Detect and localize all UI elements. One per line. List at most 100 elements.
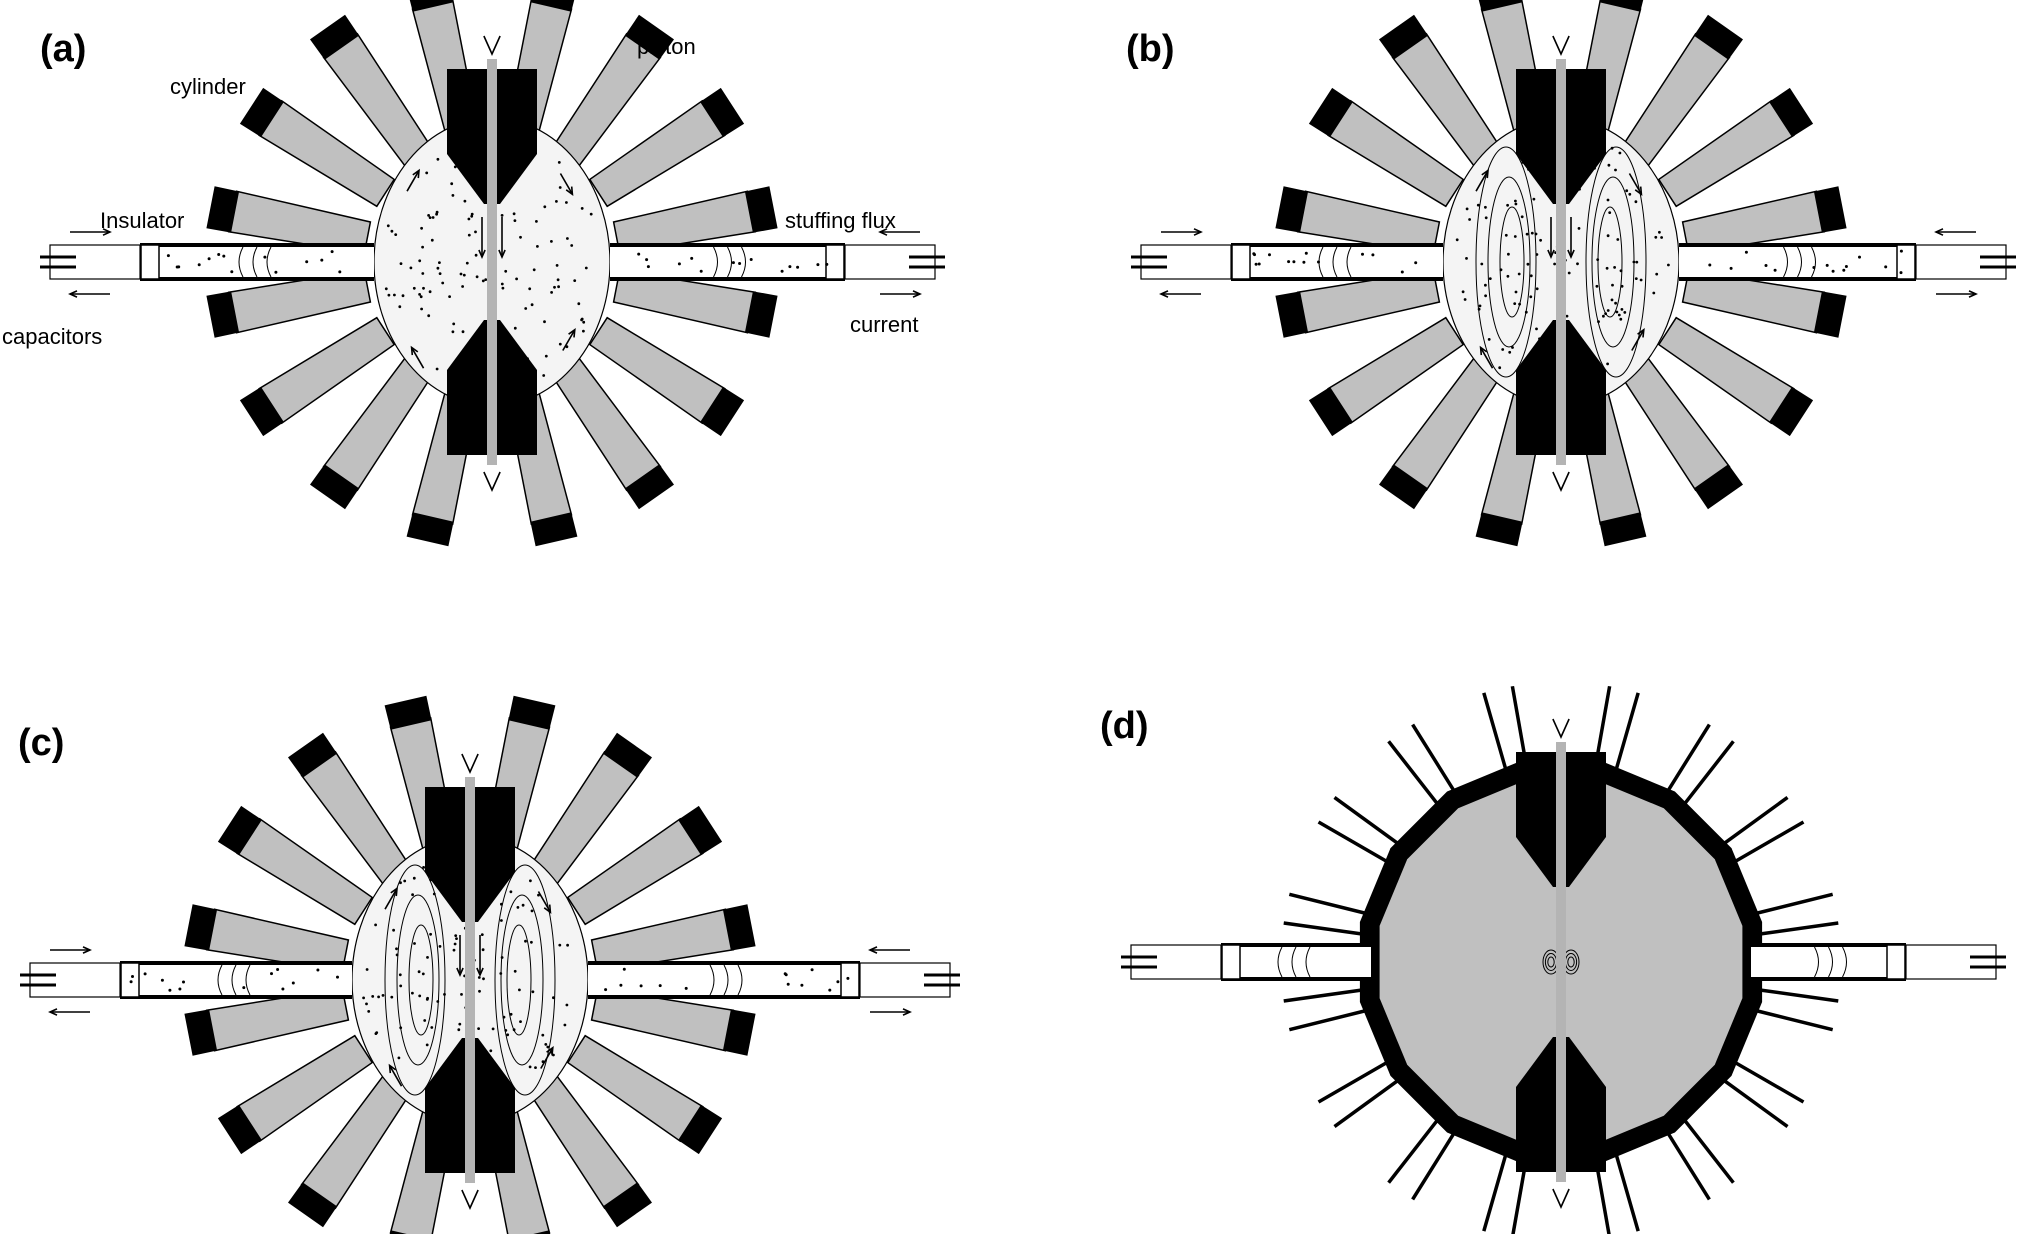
right-gun-particle — [1773, 268, 1777, 272]
piston-b-4 — [1769, 87, 1814, 138]
plasma-particle — [512, 212, 516, 216]
plasma-particle — [514, 139, 518, 143]
plasma-particle — [393, 293, 396, 297]
plasma-particle — [441, 281, 445, 285]
piston-b-0 — [1813, 186, 1847, 233]
plasma-particle — [454, 157, 457, 161]
plasma-particle — [483, 1104, 487, 1107]
plasma-particle — [498, 870, 502, 874]
plasma-particle — [477, 1027, 480, 1030]
plasma-particle — [497, 330, 501, 334]
flow-arrow-lr-head — [546, 1045, 554, 1056]
plasma-particle — [365, 968, 369, 971]
plasma-particle — [430, 1026, 434, 1029]
plasma-particle — [1506, 203, 1509, 207]
cylinder-d-2-spike — [1758, 988, 1839, 1003]
plasma-particle — [550, 240, 553, 243]
plasma-particle — [1507, 252, 1510, 256]
piston-b-15 — [1475, 512, 1523, 547]
panel-a-group — [40, 0, 945, 547]
plasma-particle — [454, 934, 458, 937]
plasma-particle — [428, 216, 432, 220]
plasma-particle — [1487, 338, 1491, 341]
plasma-particle — [1607, 163, 1611, 167]
cylinder-d-0-spike — [1758, 921, 1839, 936]
plasma-particle — [1639, 278, 1643, 282]
left-gun-insulator — [1231, 244, 1251, 280]
plasma-particle — [524, 939, 527, 943]
piston-b-1 — [1275, 186, 1309, 233]
plasma-particle — [584, 266, 588, 270]
right-gun-particle — [677, 262, 681, 266]
plasma-particle — [530, 303, 534, 307]
piston-c-8 — [602, 732, 653, 778]
right-gun-particle — [828, 988, 832, 992]
plasma-particle — [555, 264, 559, 267]
left-gun-particle — [330, 250, 334, 254]
left-gun-flux-line — [1291, 946, 1297, 978]
plasma-particle — [1615, 310, 1619, 314]
plasma-particle — [570, 244, 574, 247]
plasma-particle — [1538, 337, 1541, 341]
flow-arrow-ul-shaft — [406, 170, 420, 192]
plasma-particle — [422, 286, 425, 290]
plasma-particle — [555, 200, 558, 203]
plasma-particle — [506, 1033, 510, 1037]
right-gun-tube — [1751, 945, 1906, 979]
cylinder-d-14-spike — [1594, 1158, 1612, 1239]
plasma-particle — [397, 1056, 401, 1060]
left-gun-tube — [1221, 945, 1371, 979]
left-gun-flux-line — [1305, 946, 1311, 978]
plasma-particle — [409, 266, 413, 270]
plasma-particle — [436, 266, 440, 270]
left-gun-flux-line — [252, 246, 258, 278]
right-gun-particle — [1858, 255, 1861, 259]
plasma-particle — [1527, 168, 1530, 171]
right-gun-insulator — [840, 962, 860, 998]
plasma-particle — [390, 995, 394, 999]
flux-loop-compressed — [1547, 956, 1555, 968]
plasma-particle — [500, 919, 503, 922]
piston-c-2 — [722, 1009, 756, 1056]
left-gun-particle — [143, 972, 147, 976]
plasma-particle — [528, 287, 532, 291]
plasma-particle — [1488, 277, 1492, 280]
piston-a-13 — [409, 0, 454, 12]
flux-loop — [500, 894, 544, 1066]
capacitors-label: capacitors — [2, 324, 103, 349]
plasma-particle — [566, 943, 569, 947]
left-gun-particle — [222, 254, 226, 258]
plasma-particle — [425, 998, 429, 1001]
panel-a-diagram — [40, 0, 945, 547]
right-gun-particle — [783, 972, 787, 976]
flow-arrow-ll-shaft — [1479, 347, 1494, 369]
cylinder-d-2-spike — [1754, 1008, 1834, 1032]
plasma-particle — [457, 853, 461, 857]
plasma-particle — [513, 219, 517, 223]
plasma-particle — [1478, 304, 1482, 308]
plasma-particle — [1660, 236, 1663, 239]
plasma-particle — [483, 338, 487, 341]
current-arrow-left-bottom-head — [48, 1008, 58, 1016]
right-gun-particle — [1831, 269, 1835, 273]
right-gun-particle — [786, 982, 790, 986]
plasma-particle — [478, 989, 481, 993]
cylinder-d-3-spike — [1283, 988, 1364, 1003]
right-gun-flux-line — [1814, 946, 1819, 978]
left-gun-particle — [160, 978, 164, 982]
flow-arrow-center-right-head — [1567, 249, 1575, 259]
plasma-particle — [1602, 314, 1605, 318]
plasma-particle — [418, 259, 422, 263]
plasma-particle — [475, 275, 479, 279]
cylinder-label: cylinder — [170, 74, 246, 99]
plasma-particle — [421, 272, 425, 275]
left-gun-particle — [1302, 260, 1306, 264]
plasma-particle — [1576, 262, 1579, 266]
cylinder-d-5-spike — [1317, 820, 1389, 864]
right-gun-tube — [588, 963, 860, 997]
plasma-particle — [453, 165, 457, 169]
flow-arrow-ll-shaft — [410, 347, 425, 369]
plasma-particle — [381, 994, 385, 997]
piston-b-9 — [1378, 14, 1429, 60]
